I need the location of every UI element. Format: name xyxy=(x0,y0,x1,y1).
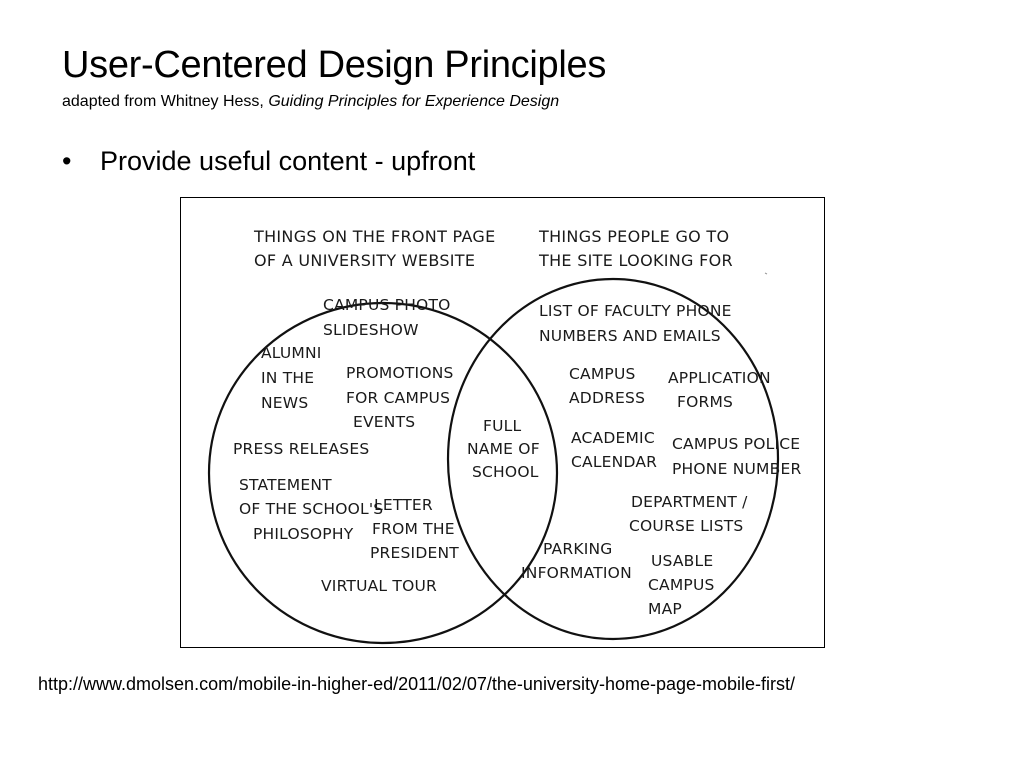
item-campus-map: USABLE CAMPUS MAP xyxy=(648,552,720,618)
left-heading: THINGS ON THE FRONT PAGE OF A UNIVERSITY… xyxy=(253,227,501,270)
item-department-lists: DEPARTMENT / COURSE LISTS xyxy=(629,493,753,535)
venn-comic-image: THINGS ON THE FRONT PAGE OF A UNIVERSITY… xyxy=(180,197,825,648)
item-application-forms: APPLICATION FORMS xyxy=(668,369,776,411)
subtitle-source-title: Guiding Principles for Experience Design xyxy=(268,93,560,110)
item-faculty-phone: LIST OF FACULTY PHONE NUMBERS AND EMAILS xyxy=(539,302,737,345)
item-parking-info: PARKING INFORMATION xyxy=(521,540,632,582)
item-letter: LETTER FROM THE PRESIDENT xyxy=(370,496,460,562)
item-virtual-tour: VIRTUAL TOUR xyxy=(321,577,437,595)
left-circle xyxy=(207,301,559,645)
right-heading: THINGS PEOPLE GO TO THE SITE LOOKING FOR xyxy=(538,227,735,270)
bullet-text: Provide useful content - upfront xyxy=(100,146,476,176)
item-academic-calendar: ACADEMIC CALENDAR xyxy=(571,429,660,471)
item-campus-photo: CAMPUS PHOTO SLIDESHOW xyxy=(323,296,456,339)
item-press-releases: PRESS RELEASES xyxy=(233,440,369,458)
slide-title: User-Centered Design Principles xyxy=(62,44,607,86)
item-campus-police: CAMPUS POLICE PHONE NUMBER xyxy=(672,435,805,478)
venn-diagram: THINGS ON THE FRONT PAGE OF A UNIVERSITY… xyxy=(207,227,805,645)
item-statement: STATEMENT OF THE SCHOOL'S PHILOSOPHY xyxy=(239,476,388,543)
slide-subtitle: adapted from Whitney Hess, Guiding Princ… xyxy=(62,93,559,111)
item-full-name: FULL NAME OF SCHOOL xyxy=(467,417,545,481)
item-alumni: ALUMNI IN THE NEWS xyxy=(261,344,327,412)
stray-mark xyxy=(764,272,768,275)
source-url-link[interactable]: http://www.dmolsen.com/mobile-in-higher-… xyxy=(38,674,796,694)
subtitle-prefix: adapted from Whitney Hess, xyxy=(62,93,269,110)
item-promotions: PROMOTIONS FOR CAMPUS EVENTS xyxy=(346,364,459,431)
bullet-dot-icon: • xyxy=(62,146,72,176)
right-circle xyxy=(446,277,780,641)
item-campus-address: CAMPUS ADDRESS xyxy=(569,365,645,407)
